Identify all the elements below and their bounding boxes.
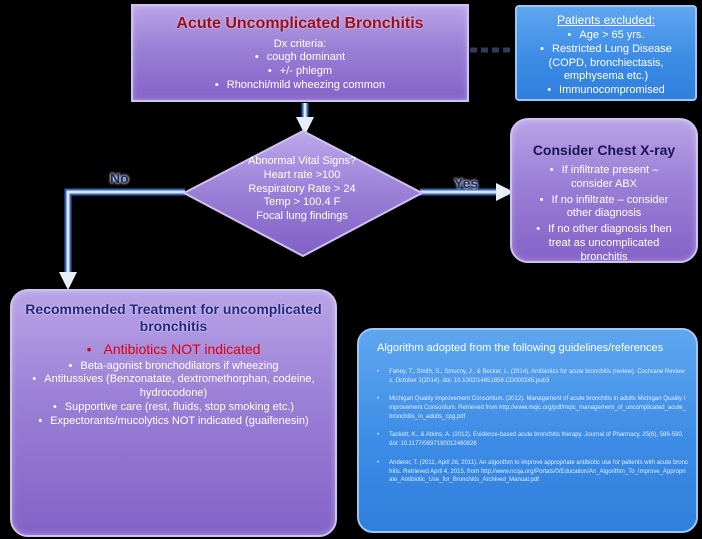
decision-text: Abnormal Vital Signs? Heart rate >100 Re… <box>222 155 382 224</box>
criteria-item: •cough dominant <box>254 51 346 64</box>
chest-xray-box: Consider Chest X-ray •If infiltrate pres… <box>510 118 698 263</box>
excluded-item: •Immunocompromised <box>547 84 665 96</box>
patients-excluded-box: Patients excluded: •Age > 65 yrs. •Restr… <box>515 5 697 101</box>
excluded-item: •Age > 65 yrs. <box>567 29 645 41</box>
xray-item: •If no other diagnosis then treat as unc… <box>536 223 672 263</box>
acute-title: Acute Uncomplicated Bronchitis <box>176 15 424 32</box>
xray-title: Consider Chest X-ray <box>532 142 676 158</box>
no-label: No <box>110 170 129 186</box>
criteria-item: •+/- phlegm <box>267 65 333 78</box>
excluded-item: •Restricted Lung Disease (COPD, bronchie… <box>540 42 672 83</box>
xray-item: •If infiltrate present – consider ABX <box>549 164 659 190</box>
decision-line: Heart rate >100 <box>263 168 341 181</box>
guidelines-title: Algorithm adopted from the following gui… <box>377 342 664 354</box>
xray-item: •If no infiltrate – consider other diagn… <box>539 193 669 220</box>
antibiotics-not-indicated: •Antibiotics NOT indicated <box>86 340 261 357</box>
decision-line: Respiratory Rate > 24 <box>248 182 356 195</box>
decision-line: Abnormal Vital Signs? <box>247 155 357 167</box>
treatment-item: •Expectorants/mucolytics NOT indicated (… <box>38 414 309 427</box>
excluded-title: Patients excluded: <box>556 13 656 27</box>
decision-line: Temp > 100.4 F <box>263 196 341 209</box>
no-arrow-path <box>59 188 185 290</box>
reference-item: •Fahey, T., Smith, S., Smucny, J., & Bec… <box>377 369 685 384</box>
treatment-item: •Beta-agonist bronchodilators if wheezin… <box>68 359 279 372</box>
criteria-item: •Rhonchi/mild wheezing common <box>214 78 386 91</box>
guidelines-box: Algorithm adopted from the following gui… <box>357 328 698 533</box>
treatment-item: •Supportive care (rest, fluids, stop smo… <box>52 400 295 413</box>
criteria-heading: Dx criteria: <box>273 38 327 50</box>
decision-diamond <box>181 129 425 258</box>
reference-item: •Michigan Quality Improvement Consortium… <box>377 396 686 420</box>
treatment-item: •Antitussives (Benzonatate, dextromethor… <box>32 373 315 400</box>
recommended-treatment-box: Recommended Treatment for uncomplicated … <box>10 289 337 537</box>
treatment-title: Recommended Treatment for uncomplicated … <box>25 301 322 334</box>
yes-label: Yes <box>454 175 479 191</box>
reference-item: •Anderer, T. (2011, April 26, 2011). An … <box>377 459 688 484</box>
reference-item: •Tackett, K., & Atkins, A. (2012). Evide… <box>377 432 684 448</box>
acute-bronchitis-box: Acute Uncomplicated Bronchitis Dx criter… <box>131 4 469 102</box>
decision-line: Focal lung findings <box>256 210 348 222</box>
